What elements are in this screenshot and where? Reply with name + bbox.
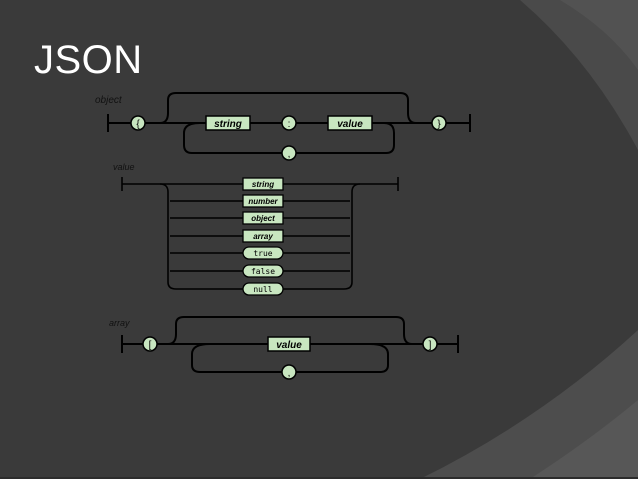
value-option-number-box <box>242 194 284 208</box>
array-value-token: value <box>276 340 302 351</box>
value-tokens: string number object array true false null <box>242 177 284 296</box>
value-option-string: string <box>252 180 274 189</box>
slide-title: JSON <box>34 38 143 82</box>
value-option-number: number <box>248 197 278 206</box>
value-option-null-box <box>242 282 284 296</box>
value-option-array-box <box>242 229 284 243</box>
object-close-brace: } <box>437 119 441 130</box>
array-open-bracket: [ <box>149 340 152 351</box>
value-label: value <box>113 162 135 172</box>
object-label: object <box>95 95 123 106</box>
value-option-true-box <box>242 246 284 260</box>
value-option-array: array <box>253 232 273 241</box>
object-string-token: string <box>214 119 242 130</box>
value-option-false-box <box>242 264 284 278</box>
value-option-object-box <box>242 211 284 225</box>
value-option-object: object <box>251 214 275 223</box>
value-option-false: false <box>251 267 275 276</box>
value-option-null: null <box>253 285 272 294</box>
array-tokens: [ value ] , <box>142 336 438 380</box>
array-label: array <box>109 318 130 328</box>
array-close-bracket: ] <box>429 340 432 351</box>
value-option-string-box <box>242 177 284 191</box>
value-option-true: true <box>253 249 272 258</box>
object-comma: , <box>288 149 291 160</box>
object-tokens: { string : value } , <box>130 115 447 161</box>
array-comma: , <box>288 368 291 379</box>
object-colon: : <box>288 119 291 130</box>
object-open-brace: { <box>136 119 140 130</box>
object-value-token: value <box>337 119 363 130</box>
